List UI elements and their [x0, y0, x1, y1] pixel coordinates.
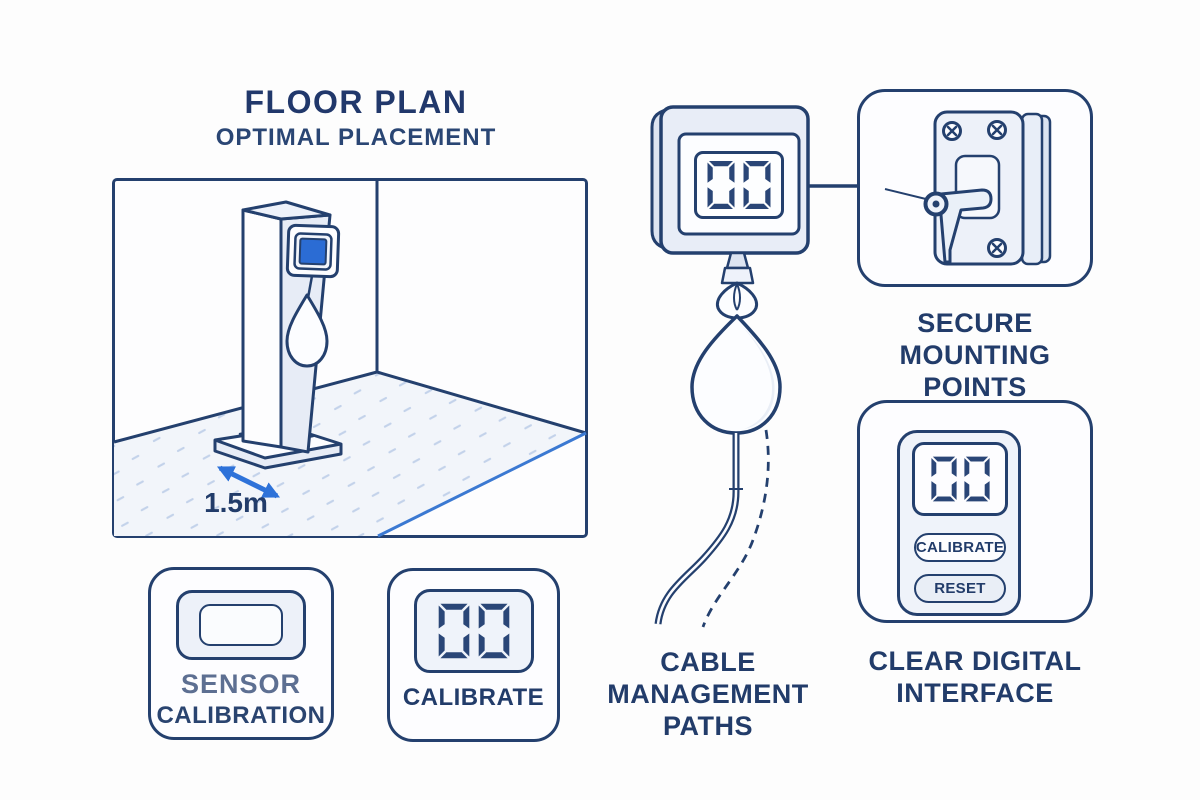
swivel-hook-icon [715, 281, 759, 320]
sensor-icon-window [199, 604, 283, 646]
interface-label: CLEAR DIGITAL INTERFACE [855, 645, 1095, 709]
cable-label-line: PATHS [663, 711, 753, 741]
floor-plan-title: FLOOR PLAN [244, 84, 468, 120]
cable-solid-icon [654, 433, 740, 625]
calibrate-card-display [413, 589, 534, 673]
digital-interface-card: CALIBRATE RESET [857, 400, 1093, 623]
interface-label-line: INTERFACE [896, 678, 1054, 708]
sensor-calibration-card: SENSOR CALIBRATION [148, 567, 334, 740]
calibrate-card: CALIBRATE [387, 568, 560, 742]
mounting-label: SECURE MOUNTING POINTS [845, 307, 1105, 403]
floor-plan-subtitle: OPTIMAL PLACEMENT [215, 124, 497, 151]
mounting-label-line: SECURE [917, 308, 1033, 338]
calibrate-button: CALIBRATE [914, 533, 1006, 562]
interface-label-line: CLEAR DIGITAL [868, 646, 1082, 676]
reset-button: RESET [914, 574, 1006, 603]
cable-dashed-path-icon [701, 429, 770, 628]
sensor-card-label-line: CALIBRATION [156, 702, 326, 729]
cable-label-line: CABLE [660, 647, 756, 677]
sensor-icon [176, 590, 306, 660]
cable-label-line: MANAGEMENT [607, 679, 809, 709]
device-panel: CALIBRATE RESET [897, 430, 1021, 616]
speed-bag-icon [690, 314, 782, 435]
wall-counter-display [694, 151, 784, 219]
interface-display [912, 442, 1008, 516]
cable-management-label: CABLE MANAGEMENT PATHS [588, 646, 828, 742]
floor-plan-panel [112, 178, 588, 538]
mounting-points-panel [857, 89, 1093, 287]
mounting-label-line: MOUNTING POINTS [899, 340, 1051, 402]
calibrate-card-label: CALIBRATE [402, 684, 545, 711]
sensor-card-label-line: SENSOR [180, 669, 302, 699]
